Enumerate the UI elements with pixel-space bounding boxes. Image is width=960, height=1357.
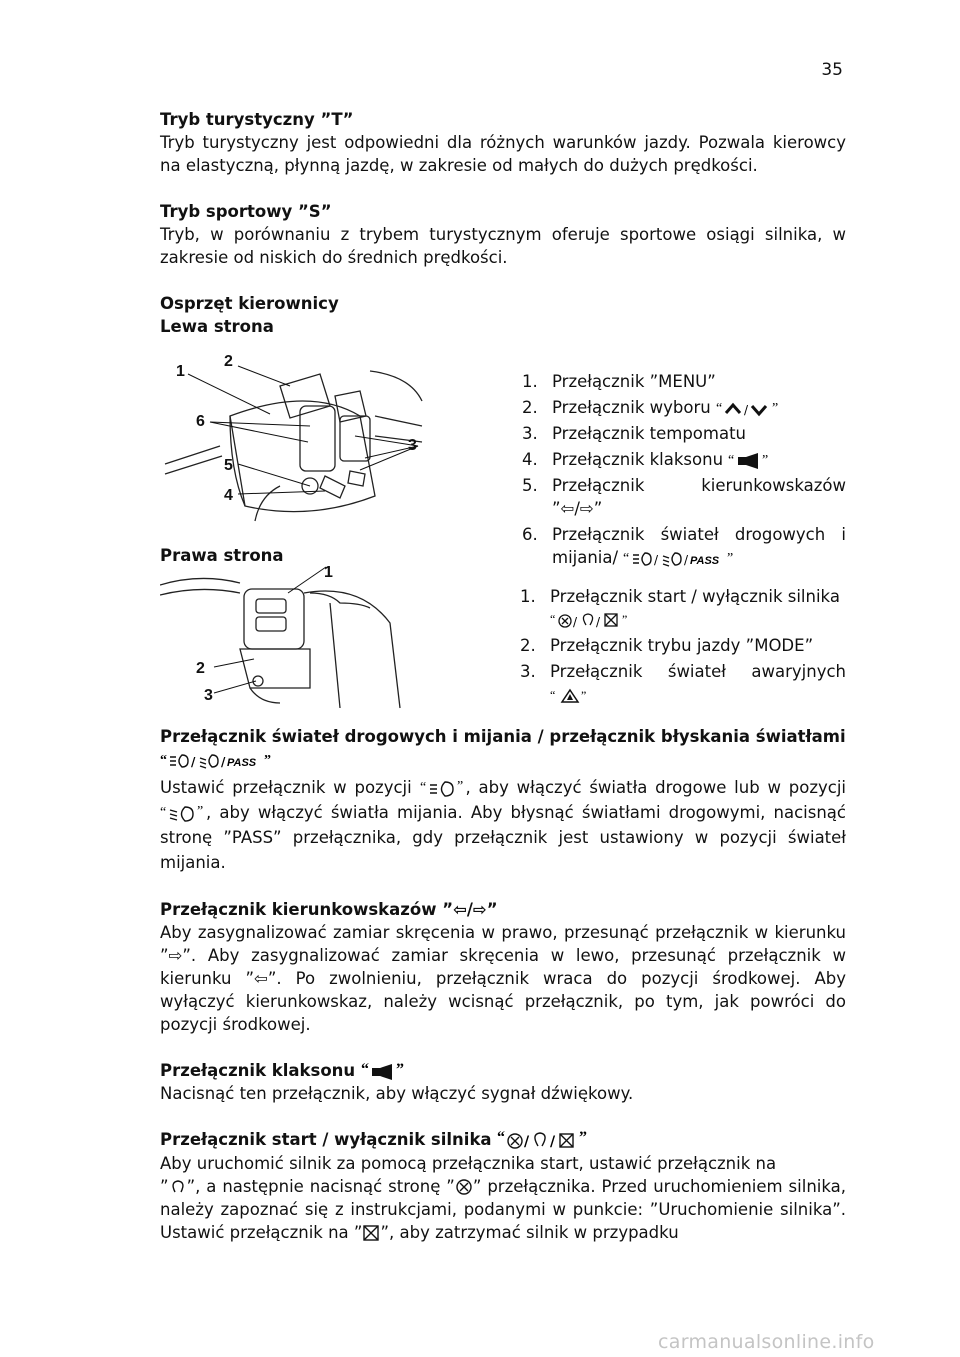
svg-text:”: ”	[581, 688, 586, 702]
handlebar-heading: Osprzęt kierownicy	[160, 294, 339, 313]
high-low-pass-beam-icon: “//PASS”	[160, 752, 272, 770]
svg-text:PASS: PASS	[227, 757, 257, 769]
svg-text:”: ”	[762, 453, 768, 468]
list-item: 3.Przełącznik tempomatu	[522, 424, 747, 443]
touring-body: Tryb turystyczny jest odpowiedni dla róż…	[160, 133, 846, 175]
right-fig-label-3: 3	[204, 687, 213, 704]
right-fig-label-2: 2	[196, 660, 205, 677]
engine-stop-icon	[362, 1224, 380, 1242]
left-side-heading: Lewa strona	[160, 317, 274, 336]
list-item: 4.Przełącznik klaksonu “”	[522, 448, 846, 471]
sport-heading: Tryb sportowy ”S”	[160, 202, 332, 221]
svg-text:/: /	[550, 1134, 556, 1150]
left-side-list: 1.Przełącznik ”MENU” 2.Przełącznik wybor…	[522, 370, 846, 572]
run-icon	[169, 1178, 187, 1196]
horn-icon: “”	[728, 452, 772, 470]
svg-text:”: ”	[579, 1130, 587, 1146]
list-item: 2.Przełącznik wyboru “/”	[522, 398, 780, 418]
svg-text:“: “	[497, 1130, 505, 1146]
svg-text:”: ”	[457, 779, 463, 794]
start-body: ””, a następnie nacisnąć stronę ”” przeł…	[160, 1176, 846, 1242]
right-side-list: 1.Przełącznik start / wyłącznik silnika …	[520, 585, 846, 709]
right-side-heading: Prawa strona	[160, 546, 284, 565]
svg-text:“: “	[420, 780, 426, 795]
list-item: 5.Przełącznik kierunkowskazów”⇦/⇨”	[522, 476, 846, 518]
svg-text:“: “	[728, 453, 734, 468]
svg-text:“: “	[160, 805, 166, 820]
list-item: 3.Przełącznik świateł awaryjnych “”	[520, 660, 846, 706]
list-item: 2.Przełącznik trybu jazdy ”MODE”	[520, 636, 814, 655]
left-fig-label-1: 1	[176, 363, 185, 380]
horn-body: Nacisnąć ten przełącznik, aby włączyć sy…	[160, 1084, 634, 1103]
svg-text:/: /	[596, 615, 601, 629]
turn-heading: Przełącznik kierunkowskazów ”⇦/⇨”	[160, 900, 498, 919]
page-number: 35	[821, 60, 843, 80]
left-fig-label-4: 4	[224, 487, 233, 504]
start-icon	[455, 1178, 473, 1196]
svg-text:/: /	[654, 553, 659, 567]
high-beam-icon: “”	[420, 779, 466, 799]
touring-heading: Tryb turystyczny ”T”	[160, 110, 354, 129]
dimmer-heading: Przełącznik świateł drogowych i mijania …	[160, 727, 846, 770]
start-stop-switch-icon: “ / / ”	[550, 611, 636, 631]
svg-text:“: “	[550, 612, 555, 626]
svg-text:/: /	[573, 615, 578, 629]
right-fig-label-1: 1	[324, 564, 333, 581]
page-content: Tryb turystyczny ”T” Tryb turystyczny je…	[160, 108, 846, 1244]
svg-text:“: “	[623, 551, 629, 566]
svg-text:”: ”	[396, 1062, 404, 1078]
left-fig-label-3: 3	[408, 437, 417, 454]
left-fig-label-6: 6	[196, 413, 205, 430]
low-beam-icon: “”	[160, 804, 206, 824]
svg-text:“: “	[361, 1062, 369, 1078]
svg-text:”: ”	[264, 753, 271, 768]
list-item: 1.Przełącznik start / wyłącznik silnika …	[520, 587, 840, 631]
svg-text:”: ”	[772, 401, 778, 416]
left-figure-row: 1 2 3 4 5 6 1.Przełącznik ”MENU” 2.Przeł…	[160, 338, 846, 567]
svg-text:/: /	[191, 755, 196, 769]
svg-text:”: ”	[727, 551, 733, 566]
hazard-icon: “”	[550, 687, 590, 705]
left-fig-label-5: 5	[224, 457, 233, 474]
svg-text:/: /	[744, 403, 749, 417]
svg-text:PASS: PASS	[690, 555, 720, 567]
svg-text:”: ”	[197, 804, 203, 819]
start-heading: Przełącznik start / wyłącznik silnika “/…	[160, 1128, 846, 1152]
right-handlebar-illustration: 1 2 3	[160, 564, 401, 709]
horn-heading: Przełącznik klaksonu “”	[160, 1059, 846, 1082]
right-figure-row: 1 2 3 1.Przełącznik start / wyłącznik si…	[160, 564, 846, 717]
svg-text:/: /	[684, 553, 689, 567]
sport-body: Tryb, w porównaniu z trybem turystycznym…	[160, 225, 846, 267]
svg-text:“: “	[160, 753, 167, 768]
up-down-selector-icon: “ / ”	[716, 400, 780, 418]
start-body-line1: Aby uruchomić silnik za pomocą przełączn…	[160, 1153, 777, 1173]
horn-icon: “”	[361, 1062, 407, 1082]
watermark: carmanualsonline.info	[658, 1331, 875, 1353]
list-item: 1.Przełącznik ”MENU”	[522, 372, 716, 391]
dimmer-body: Ustawić przełącznik w pozycji “”, aby wł…	[160, 778, 846, 872]
svg-text:/: /	[524, 1134, 530, 1150]
svg-text:/: /	[221, 755, 226, 769]
svg-text:“: “	[716, 401, 722, 416]
high-low-pass-beam-icon: “//PASS”	[623, 550, 735, 568]
turn-body: Aby zasygnalizować zamiar skręcenia w pr…	[160, 923, 846, 1034]
left-handlebar-illustration: 1 2 3 4 5 6	[164, 353, 423, 522]
left-fig-label-2: 2	[224, 353, 233, 370]
svg-text:”: ”	[622, 612, 627, 626]
start-stop-switch-icon: “ / / ”	[497, 1130, 593, 1152]
svg-text:“: “	[550, 688, 555, 702]
